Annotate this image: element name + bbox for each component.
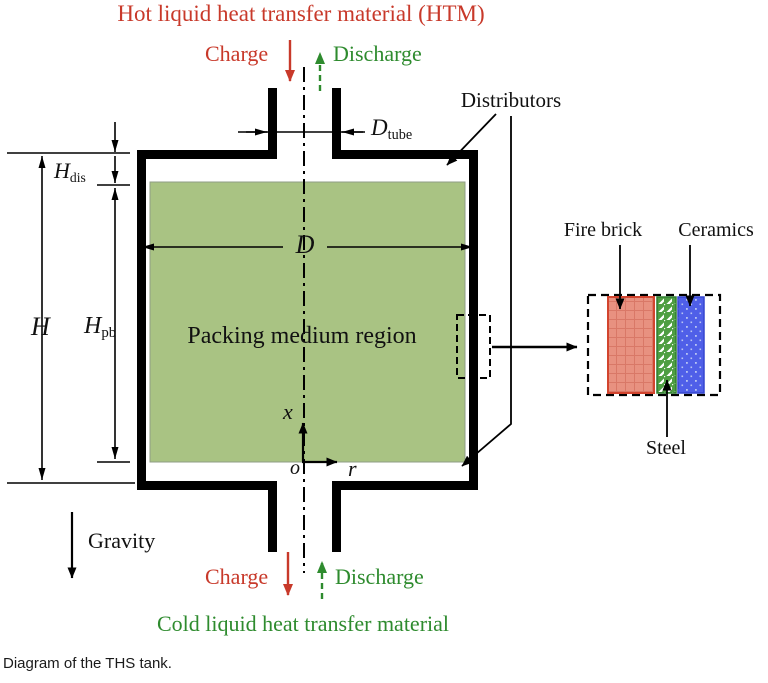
axis-x-label: x <box>283 399 293 424</box>
discharge-top-label: Discharge <box>333 41 422 66</box>
distributors-label: Distributors <box>460 88 562 112</box>
d-tube-label: Dtube <box>371 115 413 143</box>
fire-brick-label: Fire brick <box>563 219 643 241</box>
distributors-leader-bottom <box>461 116 512 467</box>
cold-htm-label: Cold liquid heat transfer material <box>156 611 450 636</box>
wall-detail-callout-box <box>456 314 491 379</box>
ceramics-layer <box>677 296 705 394</box>
bottom-tube-left-wall <box>268 481 277 552</box>
bottom-tube-right-wall <box>332 481 341 552</box>
axis-r-label: r <box>348 456 357 481</box>
dimension-lines <box>7 122 473 484</box>
hot-htm-label: Hot liquid heat transfer material (HTM) <box>117 1 485 26</box>
tank-walls <box>137 88 478 552</box>
wall-layer-detail <box>586 245 722 437</box>
h-label: H <box>31 312 50 341</box>
axis-o-label: o <box>290 457 300 479</box>
steel-label: Steel <box>646 437 686 459</box>
packing-medium-region-fill <box>149 181 466 463</box>
detail-dashed-box <box>586 293 722 397</box>
top-tube-left-wall <box>268 88 277 158</box>
figure-caption: Diagram of the THS tank. <box>3 655 172 672</box>
h-pb-label: Hpb <box>84 313 117 342</box>
steel-layer <box>656 296 677 394</box>
fire-brick-layer <box>607 296 655 394</box>
packing-region-label: Packing medium region <box>187 323 417 349</box>
ceramics-label: Ceramics <box>678 219 754 241</box>
charge-top-label: Charge <box>205 41 269 66</box>
h-dis-label: Hdis <box>54 158 86 185</box>
d-label: D <box>295 230 315 259</box>
gravity-label: Gravity <box>88 528 156 553</box>
charge-bottom-label: Charge <box>205 564 269 589</box>
distributors-leader-top <box>446 113 497 166</box>
top-tube-right-wall <box>332 88 341 158</box>
discharge-bottom-label: Discharge <box>335 564 424 589</box>
